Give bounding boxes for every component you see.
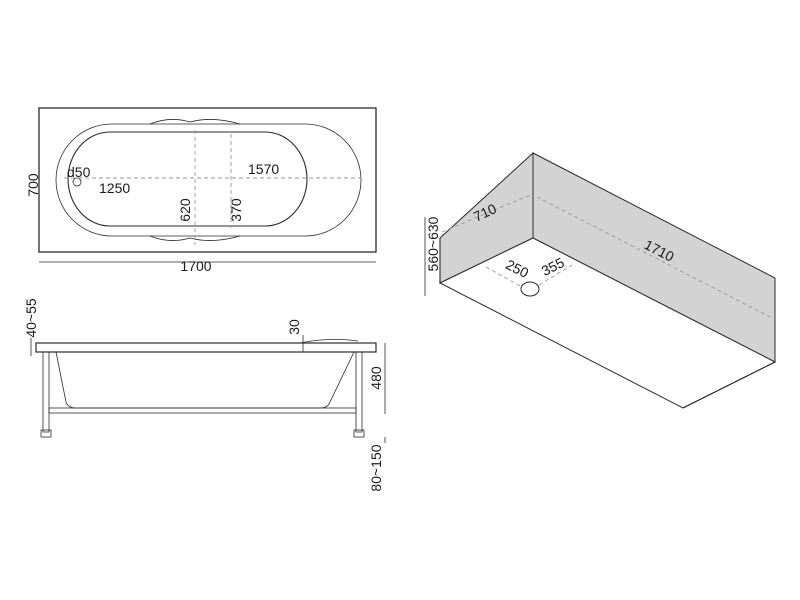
dim-width: 700 bbox=[25, 173, 41, 197]
side-view: 40~55 30 480 80~150 bbox=[23, 298, 386, 492]
drain-hole bbox=[520, 281, 540, 297]
dim-line-710 bbox=[441, 194, 531, 233]
dim-length: 1700 bbox=[180, 258, 211, 274]
dim-bottom-width: 370 bbox=[228, 198, 244, 222]
outer-bowl bbox=[55, 123, 362, 237]
frame-rail bbox=[48, 407, 357, 414]
frame-leg-left bbox=[42, 351, 50, 433]
dim-line-1710 bbox=[536, 196, 773, 319]
armrest-bottom bbox=[149, 235, 241, 241]
drain-hole-top bbox=[72, 177, 82, 187]
armrest-side bbox=[299, 339, 359, 344]
tub-body-side bbox=[55, 351, 355, 409]
dim-rim-thickness: 30 bbox=[286, 319, 302, 335]
tub-rim-side bbox=[35, 342, 377, 353]
armrest-top bbox=[149, 119, 241, 125]
dim-legs: 80~150 bbox=[368, 444, 384, 491]
niche-view: 560~630 710 1710 250 355 bbox=[424, 151, 777, 409]
tub-outline-top bbox=[38, 107, 377, 253]
frame-leg-right bbox=[355, 351, 363, 433]
dim-bottom-length: 1250 bbox=[99, 180, 130, 196]
dim-drain: d50 bbox=[67, 164, 91, 180]
dim-inner-length: 1570 bbox=[248, 161, 279, 177]
dim-rim-adjust: 40~55 bbox=[23, 298, 39, 338]
edge-front bbox=[682, 361, 776, 409]
dim-niche-height: 560~630 bbox=[425, 216, 441, 271]
foot-left bbox=[40, 429, 52, 438]
dim-depth: 480 bbox=[368, 366, 384, 390]
dim-inner-width: 620 bbox=[177, 198, 193, 222]
top-view: 700 d50 1570 1250 620 370 1700 bbox=[25, 107, 377, 274]
foot-right bbox=[353, 429, 365, 438]
inner-bowl bbox=[67, 131, 308, 227]
